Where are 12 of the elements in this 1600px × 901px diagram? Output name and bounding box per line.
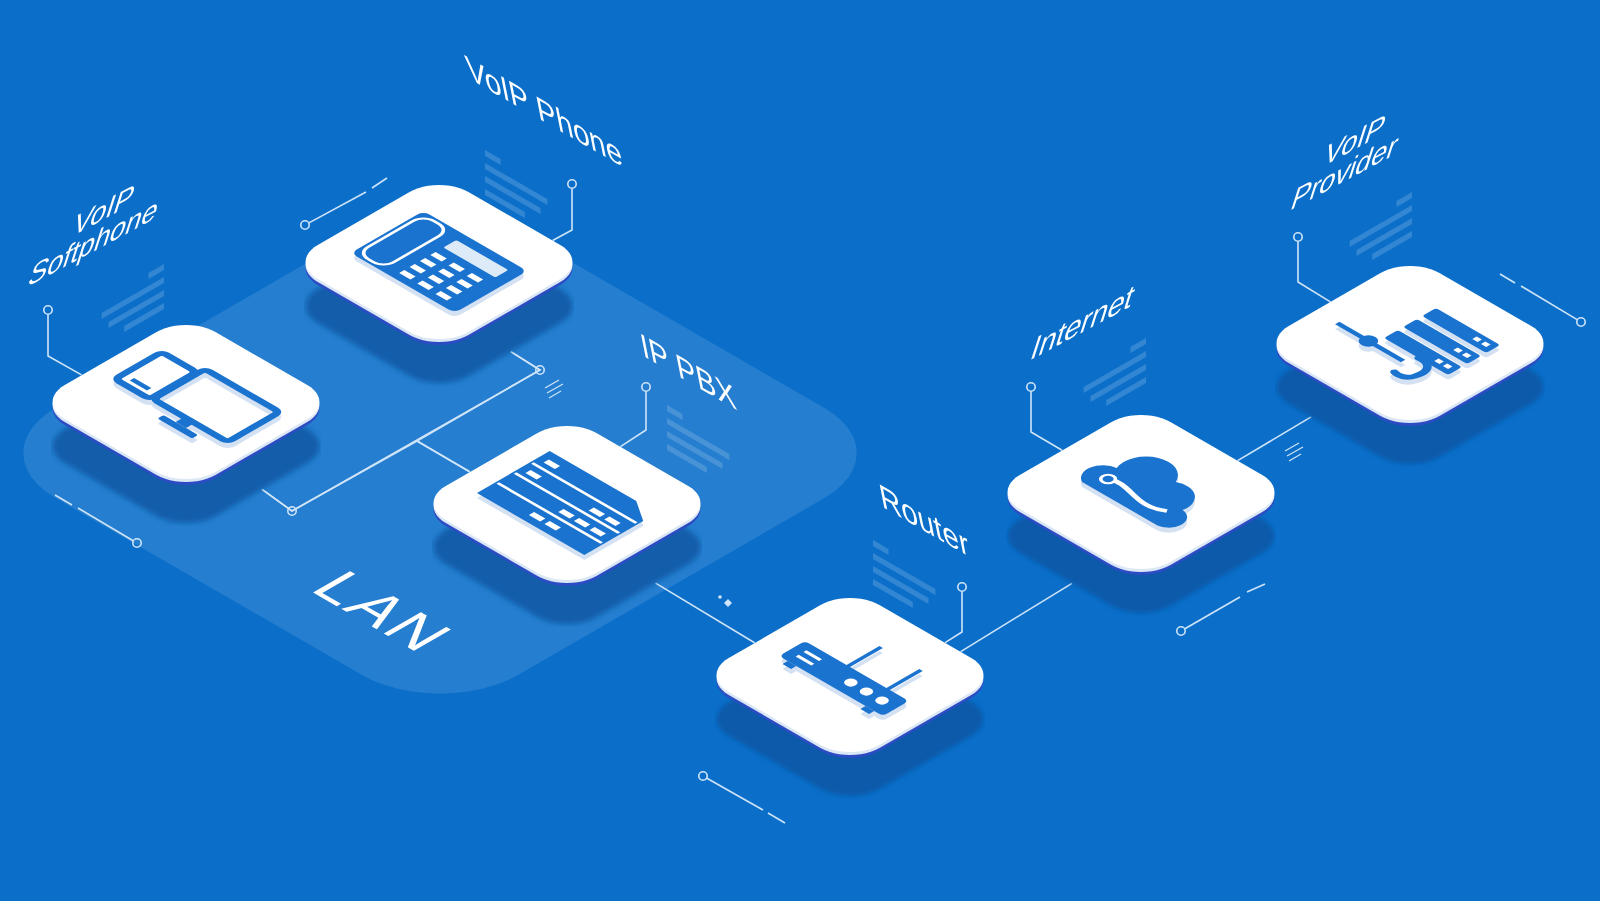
leader-line: [944, 582, 967, 644]
leader-line: [43, 305, 83, 376]
leader-line: [551, 179, 577, 242]
network-link: [959, 582, 1073, 653]
leader-line: [619, 382, 651, 448]
region-title: LAN: [300, 564, 466, 660]
network-link: [654, 582, 756, 644]
leader-line: [1026, 382, 1063, 452]
device-label: IP PBX: [637, 326, 739, 416]
network-link: [415, 350, 542, 473]
leader-line: [1293, 232, 1332, 303]
network-link: [1236, 416, 1312, 462]
